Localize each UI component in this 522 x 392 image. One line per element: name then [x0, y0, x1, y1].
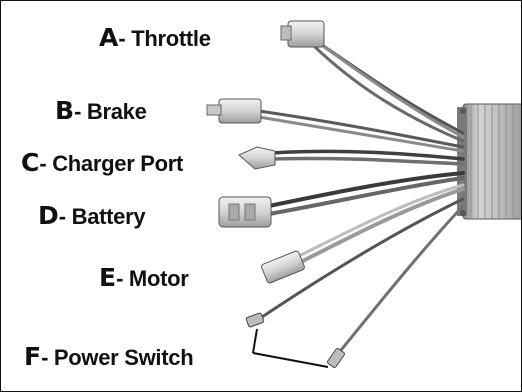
label-letter: F	[24, 342, 42, 371]
label-text: - Battery	[58, 204, 146, 229]
throttle-wires	[313, 41, 465, 143]
label-battery: D- Battery	[38, 201, 146, 230]
label-charger-port: C- Charger Port	[21, 150, 183, 175]
power-switch-leader-lines	[252, 328, 329, 368]
charger-connector-icon	[238, 146, 276, 170]
label-letter: E	[99, 263, 117, 292]
charger-port-wires	[269, 149, 465, 166]
label-throttle: A- Throttle	[99, 25, 211, 50]
label-motor: E- Motor	[99, 265, 189, 290]
label-power-switch: F- Power Switch	[24, 342, 194, 371]
battery-connector-icon	[218, 196, 272, 228]
label-letter: C	[21, 148, 40, 177]
power-switch-wires	[257, 197, 465, 357]
spade-terminal-icon	[245, 312, 345, 368]
battery-wires	[267, 171, 465, 216]
label-letter: B	[55, 96, 75, 125]
label-text: - Charger Port	[39, 151, 184, 176]
label-letter: D	[38, 201, 59, 230]
brake-connector-icon	[206, 98, 262, 124]
label-text: - Throttle	[118, 26, 211, 51]
throttle-connector-icon	[280, 20, 325, 48]
brake-wires	[257, 109, 465, 153]
label-text: - Motor	[116, 266, 189, 291]
motor-controller-icon	[457, 103, 521, 220]
label-letter: A	[99, 23, 119, 52]
label-brake: B- Brake	[55, 98, 147, 123]
label-text: - Brake	[74, 99, 147, 124]
motor-connector-icon	[261, 250, 305, 284]
motor-wires	[291, 183, 465, 265]
label-text: - Power Switch	[41, 345, 194, 370]
